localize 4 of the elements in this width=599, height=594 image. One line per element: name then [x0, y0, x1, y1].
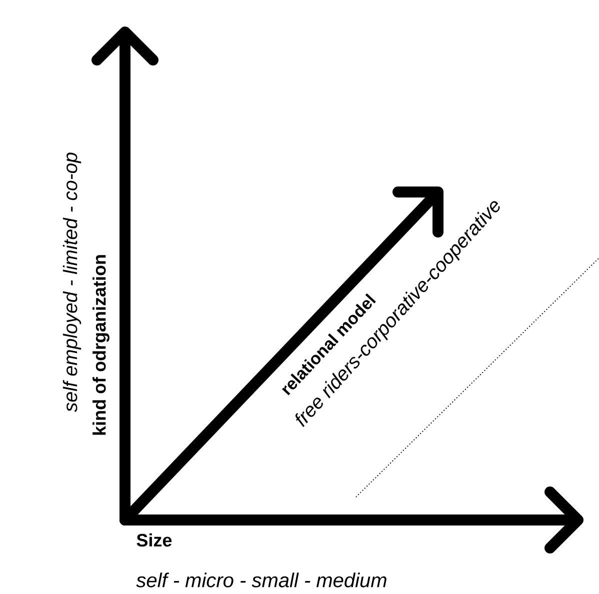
axis-scale-label: self - micro - small - medium: [136, 572, 386, 588]
axis-title: kind of odrganization: [92, 255, 110, 435]
axis-scale-label: self employed - limited - co-op: [62, 152, 82, 412]
axis-title: Size: [136, 533, 172, 547]
